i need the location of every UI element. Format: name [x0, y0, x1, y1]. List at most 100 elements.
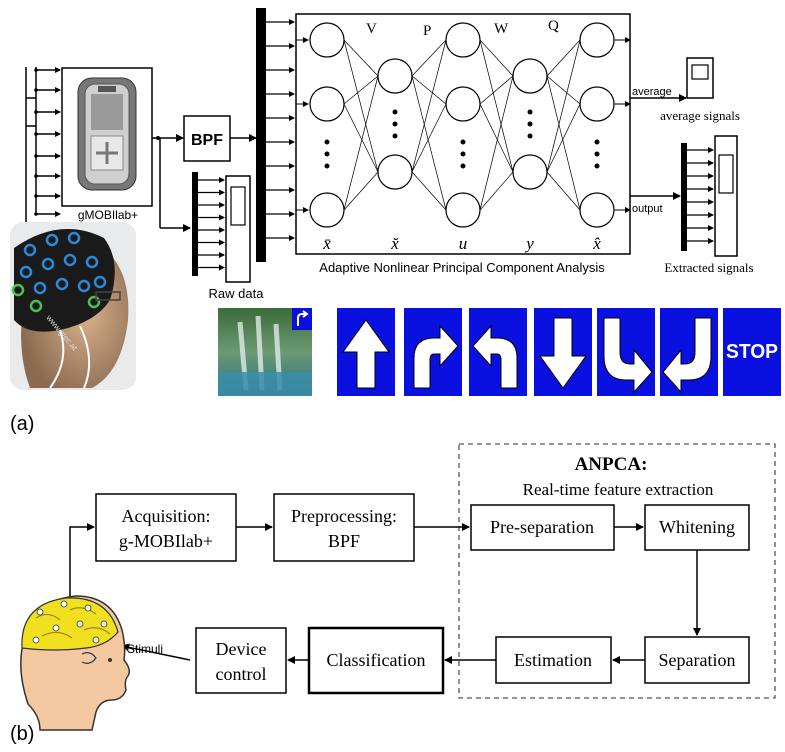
ellipsis-dot: [460, 139, 466, 145]
sign-down-left-arrow: [660, 308, 718, 396]
input-dot: [34, 110, 38, 114]
network-edge: [479, 171, 514, 211]
network-edge: [479, 75, 514, 211]
network-dots: [324, 109, 600, 169]
head-brain-illustration: [20, 595, 131, 731]
classification-box: [307, 626, 445, 695]
classification-label: Classification: [327, 650, 426, 670]
ellipsis-dot: [594, 163, 600, 169]
network-nodes: [309, 22, 615, 228]
input-dot: [34, 174, 38, 178]
network-edge: [479, 75, 514, 105]
direction-signs: STOP: [337, 308, 781, 396]
ellipsis-dot: [594, 151, 600, 157]
network-node: [445, 86, 481, 122]
device-control-line-2: control: [216, 664, 267, 684]
weight-label-v: V: [366, 21, 377, 37]
network-caption: Adaptive Nonlinear Principal Component A…: [319, 260, 605, 275]
input-dot: [34, 68, 38, 72]
network-edge: [411, 75, 447, 211]
stop-sign-text: STOP: [726, 341, 778, 363]
sign-down-arrow: [534, 308, 592, 396]
network-node: [309, 86, 345, 122]
output-port-label: output: [632, 203, 663, 215]
network-edge: [546, 39, 581, 77]
flow-arrows: [69, 523, 701, 664]
bpf-block: [183, 115, 231, 162]
ellipsis-dot: [527, 109, 533, 115]
pre-separation-box: [470, 504, 615, 551]
preprocessing-line-1: Preprocessing:: [291, 506, 397, 526]
sign-up-arrow: [337, 308, 395, 396]
network-node: [579, 86, 615, 122]
panel-label-a: (a): [10, 413, 34, 435]
sign-down-right-arrow: [597, 308, 655, 396]
network-edge: [343, 39, 379, 173]
ellipsis-dot: [460, 151, 466, 157]
acquisition-line-2: g-MOBIlab+: [119, 531, 213, 551]
network-edge: [479, 39, 514, 77]
extracted-scope: [714, 135, 738, 257]
network-node: [512, 58, 548, 94]
layer-var-xbar: x̄: [322, 234, 331, 253]
eeg-subject-photo: www.gtec.at: [10, 222, 136, 390]
sign-turn-left-arrow: [469, 308, 527, 396]
network-edge: [479, 39, 514, 173]
stimuli-label: Stimuli: [127, 642, 163, 656]
network-edge: [411, 171, 447, 211]
network-edge: [343, 103, 379, 173]
anpca-subtitle: Real-time feature extraction: [523, 480, 714, 499]
network-edge: [343, 75, 379, 211]
layer-var-xhat: x̂: [592, 234, 601, 253]
separation-box: [644, 636, 750, 684]
ellipsis-dot: [594, 139, 600, 145]
separation-label: Separation: [659, 650, 736, 670]
network-node: [579, 22, 615, 58]
waterfall-image: [218, 308, 312, 396]
acquisition-line-1: Acquisition:: [122, 506, 211, 526]
ellipsis-dot: [392, 121, 398, 127]
layer-var-y: y: [524, 234, 534, 253]
network-edge: [343, 75, 379, 105]
network-node: [445, 22, 481, 58]
gmobilab-device: [61, 67, 153, 207]
network-edge: [343, 39, 379, 77]
device-control-line-1: Device: [216, 639, 267, 659]
input-dot: [34, 132, 38, 136]
ellipsis-dot: [527, 133, 533, 139]
network-edge: [546, 103, 581, 173]
device-output-lines: [152, 134, 191, 232]
network-node: [377, 58, 413, 94]
network-edge: [546, 171, 581, 211]
network-edge: [546, 75, 581, 105]
network-edge: [411, 103, 447, 173]
anpca-title: ANPCA:: [575, 454, 648, 475]
network-edge: [546, 75, 581, 211]
ellipsis-dot: [324, 139, 330, 145]
device-name-label: gMOBIlab+: [78, 208, 138, 222]
average-port-label: average: [632, 86, 672, 98]
extracted-signals-label: Extracted signals: [664, 260, 753, 275]
network-edge: [411, 39, 447, 173]
network-edge: [546, 39, 581, 173]
network-node: [377, 154, 413, 190]
panel-label-b: (b): [10, 723, 34, 745]
device-control-box: [195, 627, 287, 694]
layer-var-u: u: [459, 234, 468, 253]
network-edge: [411, 75, 447, 105]
ellipsis-dot: [527, 121, 533, 127]
network-node: [309, 192, 345, 228]
weight-label-w: W: [494, 21, 509, 37]
network-node: [309, 22, 345, 58]
average-signals-label: average signals: [660, 108, 740, 123]
bpf-label: BPF: [191, 132, 223, 149]
raw-data-mux: [192, 172, 198, 276]
network-edge: [343, 171, 379, 211]
network-edges: [296, 37, 631, 213]
weight-label-p: P: [423, 23, 431, 39]
mux-arrows: [266, 19, 295, 241]
sign-stop: STOP: [723, 308, 781, 396]
extracted-arrows: [687, 147, 714, 244]
input-dot: [34, 154, 38, 158]
